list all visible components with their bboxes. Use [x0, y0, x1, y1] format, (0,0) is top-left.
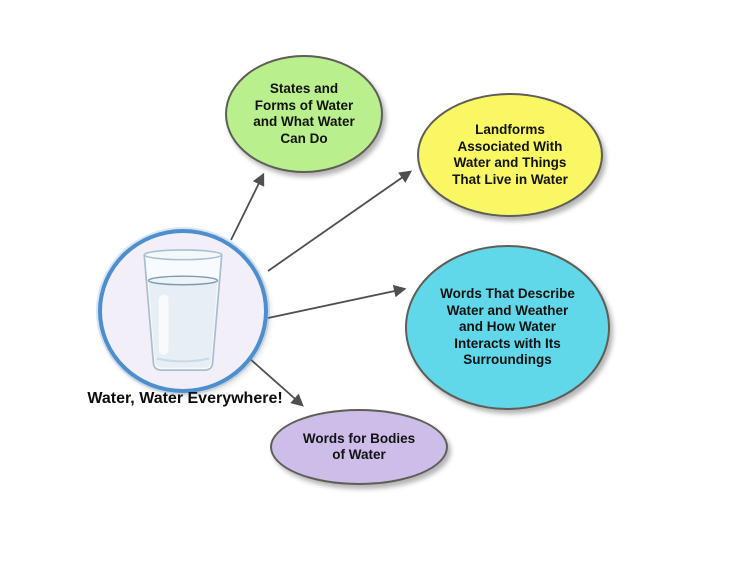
node-describe-water-weather: Words That Describe Water and Weather an…: [405, 245, 610, 410]
center-caption: Water, Water Everywhere!: [87, 390, 283, 407]
node-describe-water-weather-label: Words That Describe Water and Weather an…: [440, 286, 575, 368]
node-bodies-of-water-label: Words for Bodies of Water: [302, 430, 416, 463]
node-landforms-and-life: Landforms Associated With Water and Thin…: [417, 93, 603, 217]
node-states-and-forms-label: States and Forms of Water and What Water…: [253, 81, 355, 146]
node-landforms-and-life-label: Landforms Associated With Water and Thin…: [452, 122, 568, 187]
glass-of-water-icon: [143, 249, 223, 371]
arrow-to-bodies-of-water: [248, 357, 304, 407]
node-states-and-forms: States and Forms of Water and What Water…: [225, 55, 383, 173]
arrow-to-landforms: [267, 170, 413, 272]
node-bodies-of-water: Words for Bodies of Water: [270, 409, 448, 485]
center-node-water: [98, 229, 268, 393]
arrow-to-states-forms: [230, 172, 265, 241]
arrow-to-describe-words: [267, 284, 407, 319]
